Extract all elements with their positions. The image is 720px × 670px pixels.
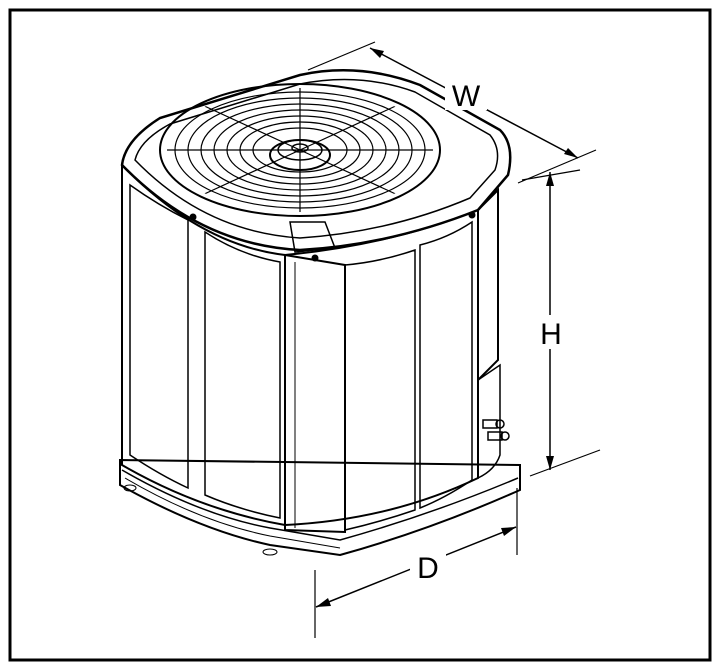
top-cap xyxy=(120,69,512,252)
depth-dimension: D xyxy=(314,488,518,638)
fan-guard xyxy=(159,83,441,217)
louver-panel-right-2 xyxy=(419,220,473,510)
width-label: W xyxy=(452,80,481,113)
width-dimension: W xyxy=(307,41,597,184)
height-label: H xyxy=(540,318,562,351)
ac-condenser-unit-icon xyxy=(119,69,521,557)
corner-post xyxy=(284,253,346,534)
cabinet-left-side xyxy=(121,162,286,527)
service-panel xyxy=(477,187,499,383)
service-valves xyxy=(482,419,510,441)
height-dimension: H xyxy=(521,169,601,477)
louver-panel-left-1 xyxy=(129,183,189,490)
louver-panel-right-1 xyxy=(344,248,416,531)
diagram-frame xyxy=(8,8,712,662)
depth-label: D xyxy=(417,552,439,585)
unit-base xyxy=(119,458,521,557)
louver-panel-left-2 xyxy=(204,230,281,519)
